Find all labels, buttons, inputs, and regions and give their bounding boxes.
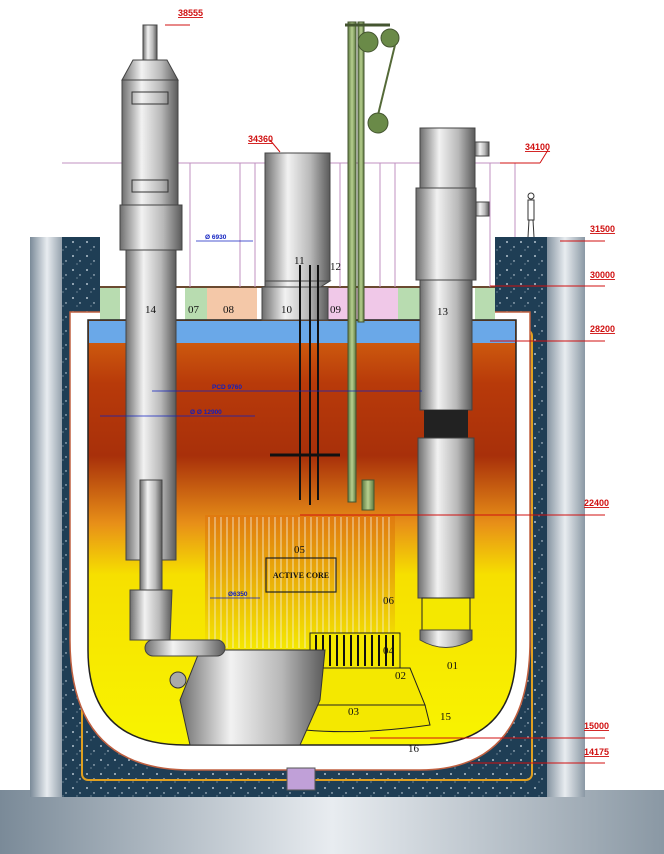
elevation-34360: 34360 — [248, 134, 273, 144]
label-15: 15 — [440, 711, 452, 723]
elevation-lines — [165, 24, 605, 764]
inlet-plenum — [179, 649, 326, 746]
label-12: 12 — [330, 261, 341, 273]
rotating-plug-10 — [261, 152, 332, 321]
elevation-31500: 31500 — [590, 224, 615, 234]
core-catcher-03 — [299, 704, 431, 733]
dimension-6930: Ø 6930 — [205, 234, 227, 241]
label-16: 16 — [408, 743, 420, 755]
dimension-lines — [100, 240, 422, 599]
roof-block-07 — [185, 287, 207, 320]
core-rods — [208, 517, 390, 648]
label-07: 07 — [188, 304, 200, 316]
elevation-30000: 30000 — [590, 270, 615, 280]
label-04: 04 — [383, 645, 395, 657]
argon-cover-gas — [89, 321, 515, 343]
label-11: 11 — [294, 255, 305, 267]
bottom-support-column — [286, 767, 316, 791]
label-06: 06 — [383, 595, 395, 607]
label-05: 05 — [294, 544, 306, 556]
elevation-22400: 22400 — [584, 498, 609, 508]
fuel-handling-machine-12 — [345, 21, 400, 511]
label-02: 02 — [395, 670, 406, 682]
primary-pump-14 — [119, 24, 226, 689]
elevation-34100: 34100 — [525, 142, 550, 152]
heat-exchanger-13 — [415, 127, 490, 648]
elevation-15000: 15000 — [584, 721, 609, 731]
label-14: 14 — [145, 304, 157, 316]
roof-block-right2 — [475, 287, 495, 320]
outer-wall-left — [30, 237, 64, 797]
elevation-14175: 14175 — [584, 747, 609, 757]
elevation-28200: 28200 — [590, 324, 615, 334]
active-core-05 — [205, 515, 395, 650]
roof-block-right — [398, 287, 420, 320]
active-core-label: ACTIVE CORE — [273, 571, 329, 580]
dimension-12900: Ø Ø 12900 — [190, 409, 222, 416]
outer-wall-right — [545, 237, 585, 797]
concrete-base-slab — [0, 790, 664, 854]
control-rod-drives-11 — [270, 265, 340, 505]
label-13: 13 — [437, 306, 449, 318]
roof-block-left — [100, 287, 120, 320]
roof-block-08 — [207, 287, 257, 320]
label-10: 10 — [281, 304, 293, 316]
elevation-38555: 38555 — [178, 8, 203, 18]
label-01: 01 — [447, 660, 458, 672]
dimension-6350: Ø6350 — [228, 591, 248, 598]
label-03: 03 — [348, 706, 360, 718]
label-08: 08 — [223, 304, 235, 316]
label-09: 09 — [330, 304, 342, 316]
person-silhouette — [527, 192, 535, 238]
active-core-box — [265, 557, 337, 593]
dimension-pcd-9760: PCD 9760 — [212, 384, 242, 391]
